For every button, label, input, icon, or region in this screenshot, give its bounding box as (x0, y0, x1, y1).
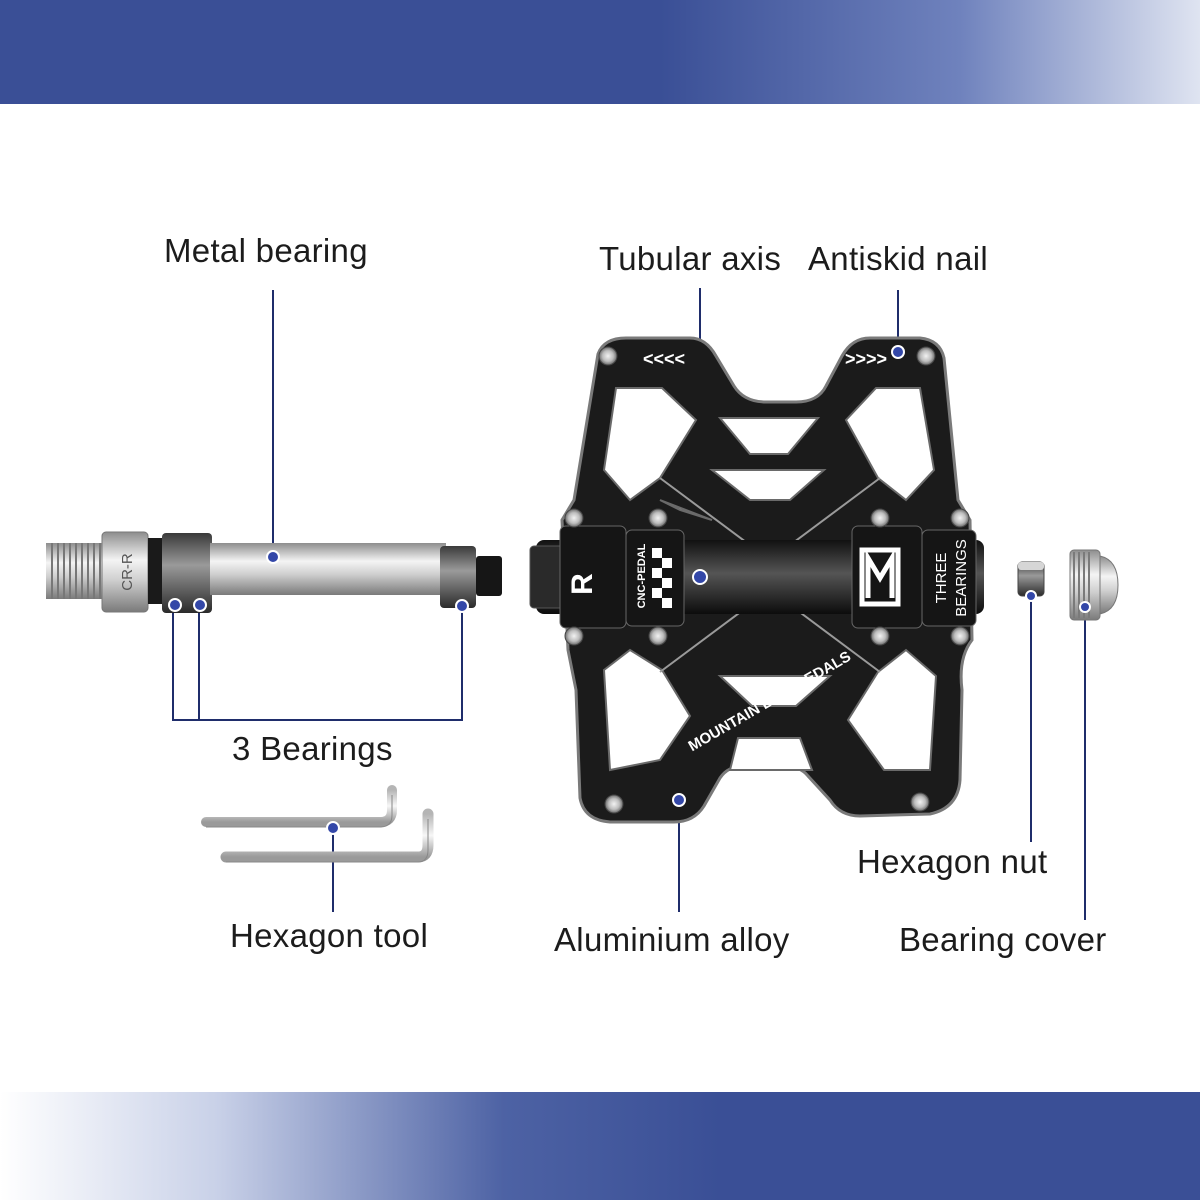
pedal-cnc-text: CNC-PEDAL (636, 543, 648, 608)
label-metal-bearing: Metal bearing (164, 232, 368, 269)
antiskid-nail (950, 508, 970, 528)
antiskid-nail (870, 508, 890, 528)
antiskid-nail (564, 626, 584, 646)
pedal-side-letter: R (566, 573, 599, 595)
pedal-cutout-top-center (717, 417, 821, 455)
pedal-body: R CNC-PEDAL THREE BEARINGS MOUNTAIN BIKE… (529, 336, 984, 824)
hex-key-1-outline (206, 795, 393, 828)
bearing-dot-1 (168, 598, 182, 612)
tubular-axis-dot (692, 569, 708, 585)
pedal-cutout-right-bottom (846, 648, 938, 771)
pedal-cutout-center-upper (709, 469, 827, 501)
axle-thread (46, 543, 106, 599)
pedal-chevrons-left: <<<< (643, 349, 685, 369)
pedal-axis-thread (529, 545, 565, 609)
top-color-band (0, 0, 1200, 104)
label-hexagon-nut: Hexagon nut (857, 843, 1048, 880)
antiskid-nail (950, 626, 970, 646)
axle-end-nut (476, 556, 502, 596)
bearing-cover-dot (1079, 601, 1091, 613)
axle-bearing-3 (440, 546, 476, 608)
bearing-dot-2 (193, 598, 207, 612)
pedal-cutout-bottom-lower (728, 737, 814, 771)
pedal-cutout-left-mid (659, 499, 713, 521)
hexagon-tool-dot (326, 821, 340, 835)
label-aluminium-alloy: Aluminium alloy (554, 921, 790, 958)
hex-key-2-outline (226, 819, 429, 863)
antiskid-nail-dot (891, 345, 905, 359)
antiskid-nail (648, 508, 668, 528)
antiskid-nail (910, 792, 930, 812)
bearing-dot-3 (455, 599, 469, 613)
pedal-chevrons-right: >>>> (845, 349, 887, 369)
antiskid-nail (564, 508, 584, 528)
antiskid-nail (604, 794, 624, 814)
axle-engraving: CR-R (119, 553, 136, 591)
bearing-cover (1069, 549, 1119, 621)
label-hexagon-tool: Hexagon tool (230, 917, 429, 954)
axle-bearing-1 (162, 533, 212, 613)
antiskid-nail (870, 626, 890, 646)
aluminium-alloy-dot (672, 793, 686, 807)
antiskid-nail (648, 626, 668, 646)
hexagon-nut (1017, 561, 1045, 602)
label-tubular-axis: Tubular axis (599, 240, 782, 277)
hexagon-nut-dot (1025, 590, 1037, 602)
antiskid-nails (564, 346, 970, 814)
pedal-three-line2: BEARINGS (953, 539, 970, 617)
antiskid-nail (916, 346, 936, 366)
pedal-three-line1: THREE (933, 553, 950, 604)
antiskid-nail (598, 346, 618, 366)
pedal-brand-logo (859, 547, 901, 607)
pedal-cutout-right-top (844, 387, 936, 502)
label-three-bearings: 3 Bearings (232, 730, 393, 767)
leader-three-bearings (172, 606, 463, 721)
bottom-color-band (0, 1092, 1200, 1200)
pedal-cutout-left-bottom (602, 648, 692, 772)
pedal-side-plate-far (921, 529, 977, 627)
pedal-cutout-bottom-center (717, 675, 833, 707)
hexagon-tools (201, 785, 434, 863)
pedal-checker-logo (652, 548, 672, 608)
metal-bearing-dot (266, 550, 280, 564)
label-antiskid-nail: Antiskid nail (808, 240, 988, 277)
label-bearing-cover: Bearing cover (899, 921, 1107, 958)
axle-seal (148, 538, 162, 604)
hex-key-1 (201, 785, 397, 827)
pedal-axle: CR-R (46, 531, 502, 613)
axle-shaft (210, 543, 446, 595)
